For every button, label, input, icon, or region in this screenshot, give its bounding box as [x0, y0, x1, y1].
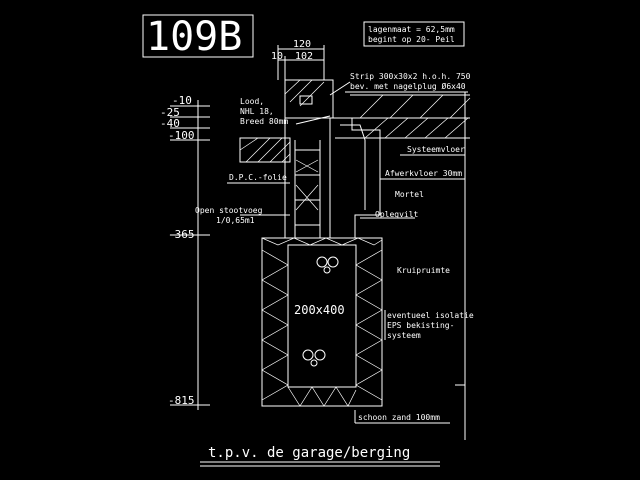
- top-dimensions: 120 10 102: [271, 39, 325, 80]
- label-mortel: Mortel: [395, 190, 424, 199]
- note-begint: begint op 20- Peil: [368, 35, 455, 44]
- foundation-beam: 200x400: [261, 237, 383, 407]
- label-systeemvloer: Systeemvloer: [407, 145, 465, 154]
- label-nhl: NHL 18,: [240, 107, 274, 116]
- wall-section: [284, 79, 381, 238]
- level-minus10: -10: [172, 94, 192, 107]
- level-minus815: -815: [168, 394, 195, 407]
- label-stootvoeg: Open stootvoeg: [195, 206, 263, 215]
- label-dpc: D.P.C.-folie: [229, 173, 287, 182]
- label-lood: Lood,: [240, 97, 264, 106]
- dim-120: 120: [293, 39, 311, 50]
- level-minus40: -40: [160, 117, 180, 130]
- label-nagelplug: bev. met nagelplug Ø6x40: [350, 81, 466, 91]
- label-strip: Strip 300x30x2 h.o.h. 750: [350, 72, 471, 81]
- dim-10: 10: [271, 51, 283, 62]
- label-zand: schoon zand 100mm: [358, 413, 440, 422]
- note-lagenmaat: lagenmaat = 62,5mm: [368, 25, 455, 34]
- label-afwerkvloer: Afwerkvloer 30mm: [385, 169, 462, 178]
- note-box: [363, 21, 465, 47]
- label-eps: EPS bekisting-: [387, 321, 454, 330]
- label-kruipruimte: Kruipruimte: [397, 266, 450, 275]
- level-marks: -10 -25 -40 -100 -365 -815: [160, 94, 210, 410]
- outer-brick: [239, 137, 291, 163]
- level-minus100: -100: [168, 129, 195, 142]
- beam-size: 200x400: [294, 303, 345, 317]
- label-breed: Breed 80mm: [240, 117, 288, 126]
- floor-slab: [335, 94, 471, 139]
- caption: t.p.v. de garage/berging: [208, 445, 410, 461]
- label-oplegvilt: Oplegvilt: [375, 210, 419, 219]
- level-minus25: -25: [160, 106, 180, 119]
- title-frame: [142, 14, 254, 58]
- drawing-code: 109B: [146, 14, 242, 60]
- dim-102: 102: [295, 51, 313, 62]
- label-isolatie: eventueel isolatie: [387, 311, 474, 320]
- label-systeem: systeem: [387, 331, 421, 340]
- label-stootvoeg-sub: 1/0,65m1: [216, 216, 255, 225]
